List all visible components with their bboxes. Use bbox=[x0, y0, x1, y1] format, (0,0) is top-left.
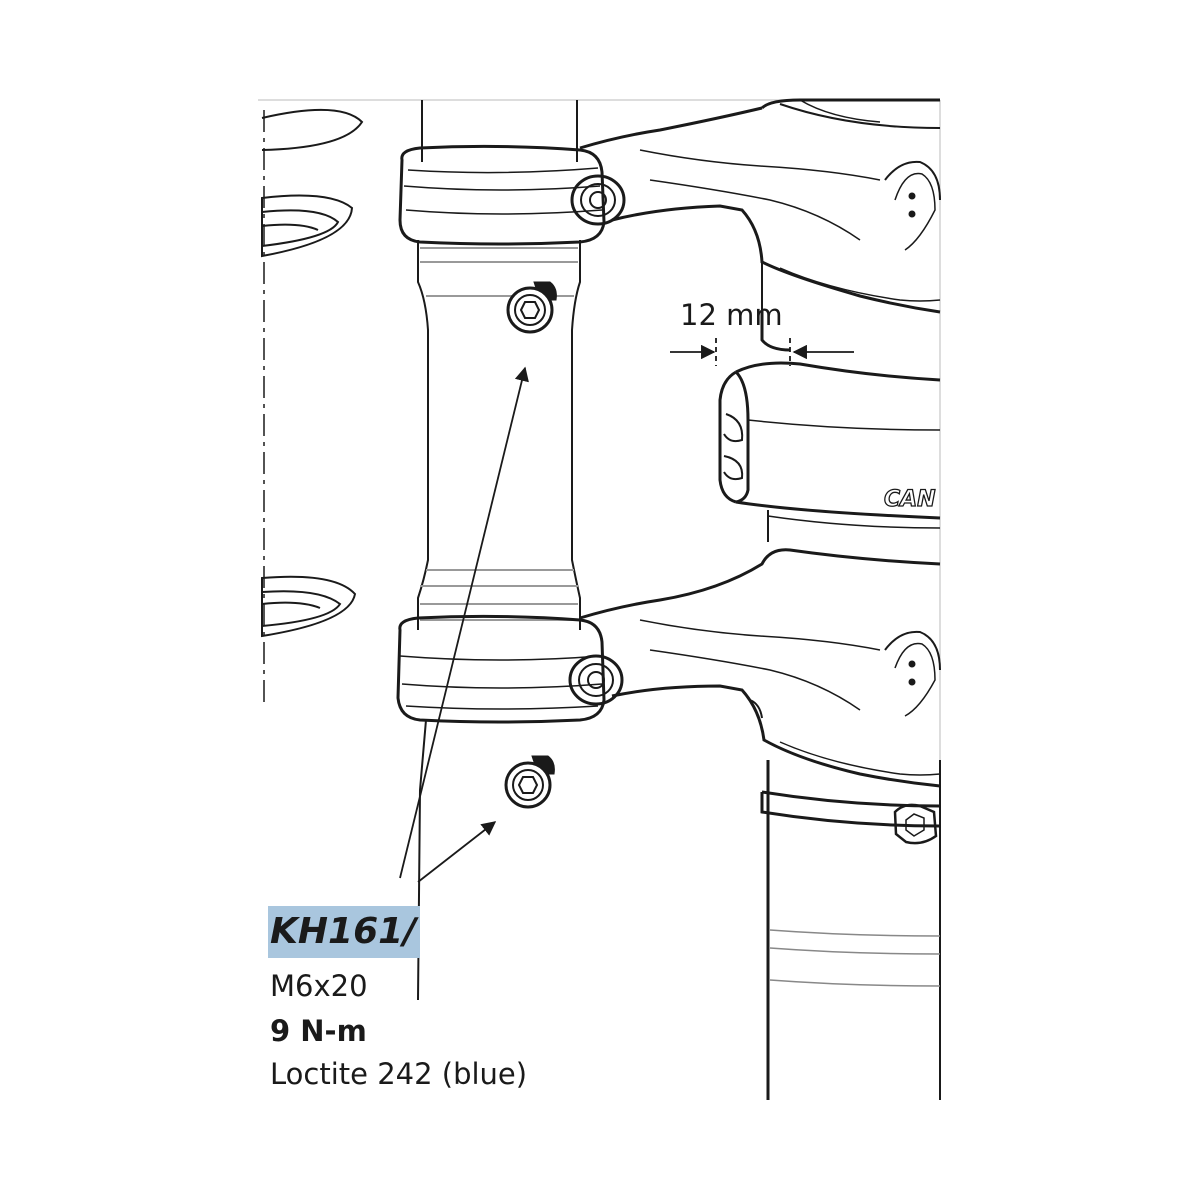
right-lower-tube bbox=[760, 760, 941, 1100]
upper-crown-arm bbox=[579, 98, 941, 314]
threadlocker-label: Loctite 242 (blue) bbox=[270, 1057, 528, 1091]
torque-spec-label: 9 N-m bbox=[270, 1014, 367, 1048]
bolt-size-label: M6x20 bbox=[270, 969, 368, 1003]
headset-rings bbox=[261, 108, 364, 638]
band-clamp-bolt bbox=[893, 803, 938, 845]
lower-clamp-collar bbox=[396, 614, 606, 724]
dimension-12mm bbox=[670, 338, 854, 366]
steerer-and-stem bbox=[718, 310, 941, 542]
lower-crown-arm bbox=[579, 548, 941, 788]
bolt-upper-m6x20 bbox=[506, 281, 557, 334]
brand-mark: CAN bbox=[884, 487, 936, 512]
leader-arrow-lower bbox=[417, 821, 497, 883]
bolt-lower-m6x20 bbox=[504, 755, 555, 809]
upper-pinch-bolt bbox=[570, 174, 626, 226]
leader-arrow-upper bbox=[399, 366, 529, 879]
stanchion-tube bbox=[417, 100, 581, 1001]
dimension-label: 12 mm bbox=[680, 298, 783, 332]
lower-pinch-bolt bbox=[568, 654, 624, 706]
part-number-label: KH161/ bbox=[268, 906, 421, 958]
